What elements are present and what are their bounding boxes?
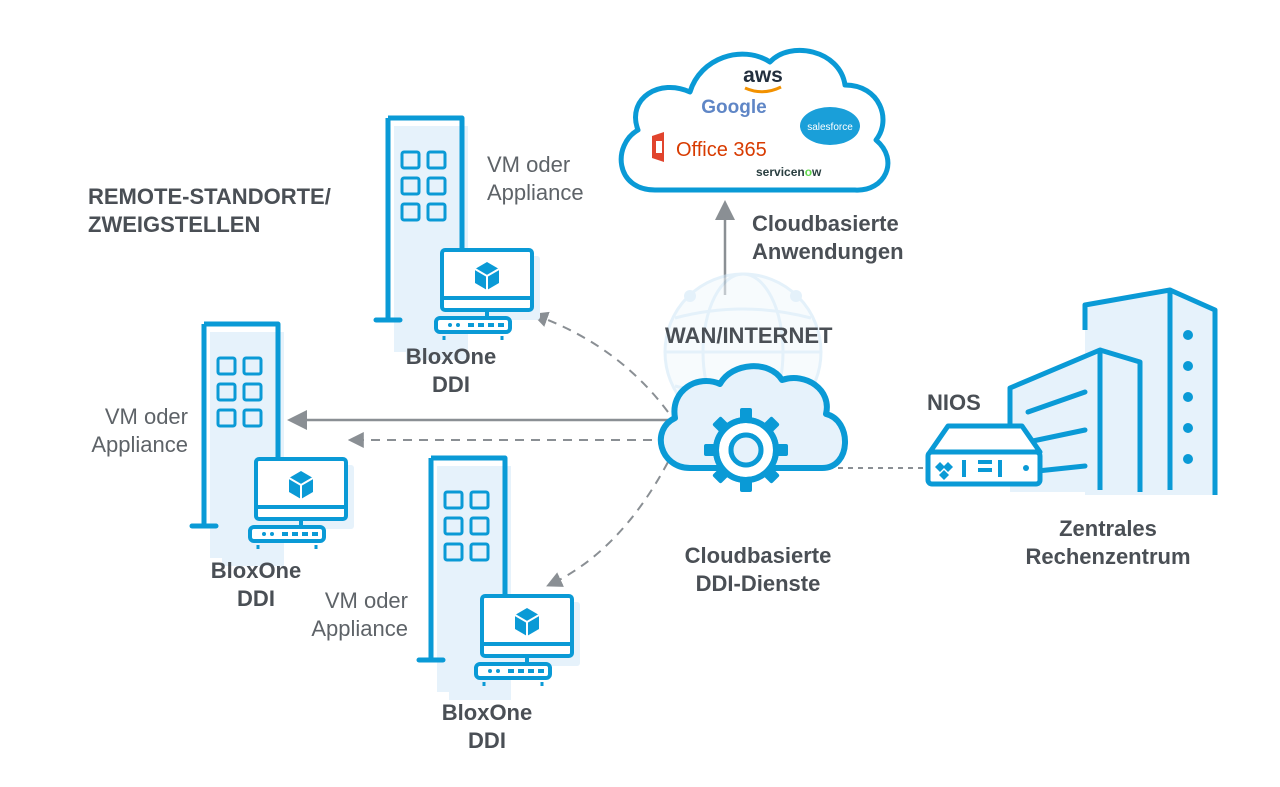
dashed-arrow-to-top-bloxone [531, 311, 669, 413]
nios-label: NIOS [927, 390, 981, 415]
monitor-icon [248, 457, 356, 551]
vm-label-line2: Appliance [311, 616, 408, 642]
cloud-apps-label-line2: Anwendungen [752, 239, 904, 265]
svg-text:salesforce: salesforce [807, 122, 853, 133]
vm-label-line1: VM oder [324, 588, 408, 613]
cloud-apps-label-line1: Cloudbasierte [752, 211, 899, 236]
vm-label-line2: Appliance [487, 180, 584, 206]
vm-label-line1: VM oder [104, 404, 188, 429]
datacenter-label-line2: Rechenzentrum [1025, 544, 1191, 570]
datacenter-label: Zentrales Rechenzentrum [1003, 515, 1213, 571]
cloud-ddi-label: Cloudbasierte DDI-Dienste [663, 542, 853, 598]
cloud-ddi-label-line2: DDI-Dienste [695, 571, 821, 597]
vm-label-line1: VM oder [487, 152, 571, 177]
aws-logo: aws [743, 64, 783, 94]
bloxone-label-line2: DDI [468, 728, 506, 754]
public-cloud-icon: aws Google salesforce Office 365 service… [618, 47, 891, 193]
bloxone-label-line1: BloxOne [405, 344, 497, 369]
vm-appliance-label-bottom: VM oder Appliance [290, 587, 408, 643]
remote-sites-title-line2: ZWEIGSTELLEN [88, 212, 261, 238]
bloxone-label-line2: DDI [432, 372, 470, 398]
cloud-ddi-label-line1: Cloudbasierte [684, 543, 832, 568]
bloxone-label-line1: BloxOne [210, 558, 302, 583]
cloud-apps-label: Cloudbasierte Anwendungen [752, 210, 904, 266]
svg-text:Office 365: Office 365 [676, 139, 767, 161]
bloxone-label-top: BloxOne DDI [391, 343, 511, 399]
datacenter-icon [1007, 287, 1218, 495]
bloxone-label-bottom: BloxOne DDI [427, 699, 547, 755]
wan-internet-label: WAN/INTERNET [665, 323, 833, 348]
dashed-arrow-to-bottom-bloxone [546, 461, 669, 587]
bloxone-label-line2: DDI [237, 586, 275, 612]
monitor-icon [474, 594, 582, 688]
vm-label-line2: Appliance [91, 432, 188, 458]
google-logo: Google [701, 97, 766, 118]
vm-appliance-label-left: VM oder Appliance [70, 403, 188, 459]
servicenow-logo: servicenow [756, 165, 822, 179]
server-appliance-icon [925, 423, 1043, 487]
vm-appliance-label-top: VM oder Appliance [487, 151, 584, 207]
remote-sites-title-line1: REMOTE-STANDORTE/ [88, 184, 331, 209]
remote-sites-title: REMOTE-STANDORTE/ ZWEIGSTELLEN [88, 183, 331, 239]
office365-logo: Office 365 [652, 132, 767, 162]
monitor-icon [434, 248, 542, 342]
svg-text:servicenow: servicenow [756, 165, 822, 179]
salesforce-logo: salesforce [800, 107, 860, 145]
bloxone-label-line1: BloxOne [441, 700, 533, 725]
svg-text:aws: aws [743, 64, 783, 87]
cloud-gear-icon [657, 363, 848, 492]
datacenter-label-line1: Zentrales [1059, 516, 1157, 541]
bloxone-label-left: BloxOne DDI [196, 557, 316, 613]
